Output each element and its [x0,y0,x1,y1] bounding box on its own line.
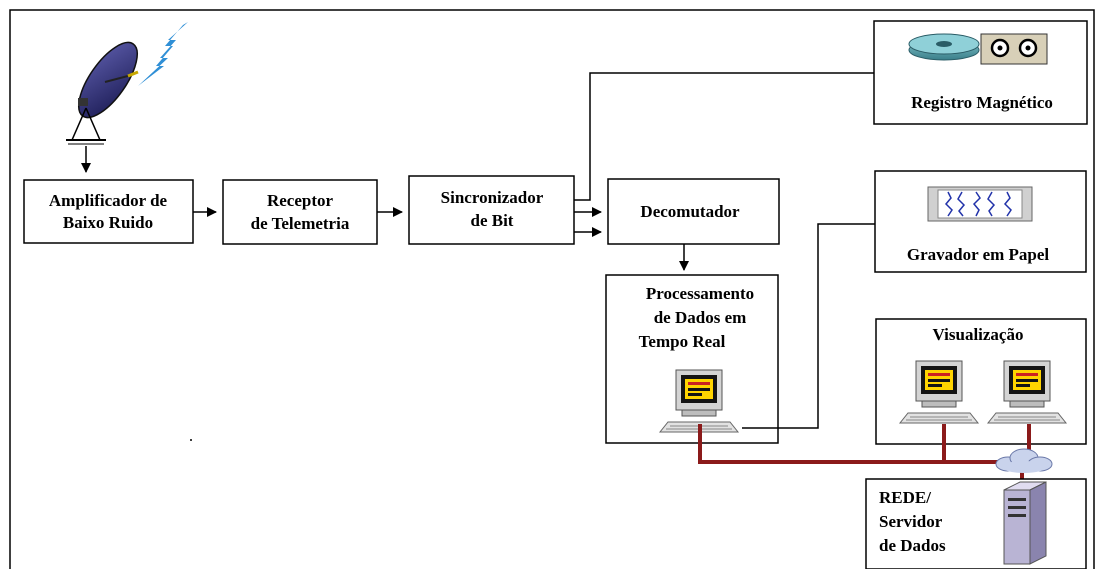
bit-sync-label-2: de Bit [471,211,514,230]
proc-label-3: Tempo Real [639,332,726,351]
proc-label-2: de Dados em [654,308,747,327]
server-label-2: Servidor [879,512,943,531]
receiver-label-2: de Telemetria [251,214,350,233]
server-label-3: de Dados [879,536,946,555]
stray-dot [190,439,192,441]
network-cloud-icon [996,449,1052,473]
receiver-block [223,180,377,244]
decommutator-label: Decomutador [640,202,740,221]
receiver-label-1: Receptor [267,191,334,210]
bit-sync-label-1: Sincronizador [441,188,544,207]
lna-label-1: Amplificador de [49,191,168,210]
server-label-1: REDE/ [879,488,931,507]
lightning-icon [138,22,188,86]
magnetic-recording-label: Registro Magnético [911,93,1053,112]
paper-chart-icon [928,187,1032,221]
cassette-icon [981,34,1047,64]
proc-label-1: Processamento [646,284,754,303]
lna-block [24,180,193,243]
bit-sync-block [409,176,574,244]
paper-recorder-label: Gravador em Papel [907,245,1050,264]
satellite-dish-icon [66,34,148,144]
lna-label-2: Baixo Ruido [63,213,153,232]
visualization-label: Visualização [933,325,1024,344]
tape-reel-icon [909,34,979,60]
server-tower-icon [1004,482,1046,564]
